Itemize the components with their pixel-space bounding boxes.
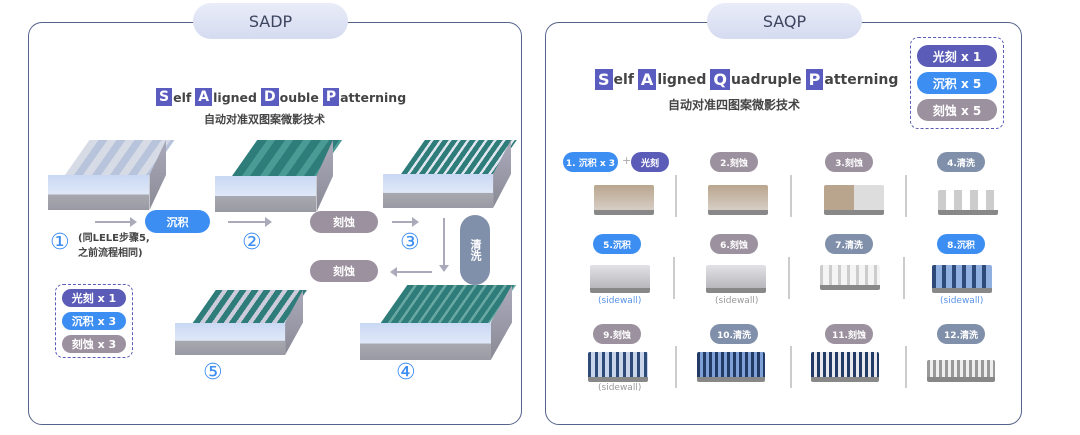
etch-pill: 刻蚀: [310, 211, 378, 233]
wafer-saqp-3: [824, 185, 884, 215]
step-12-pill: 12.清洗: [937, 324, 985, 344]
step-4-number: ④: [396, 360, 416, 385]
step-1-number: ①: [50, 230, 70, 255]
note-line: 之前流程相同): [78, 248, 143, 259]
wafer-step2: [215, 140, 342, 212]
legend-deposit: 沉积 x 3: [62, 312, 126, 330]
wafer-saqp-12: [927, 360, 995, 382]
saqp-subtitle: 自动对准四图案微影技术: [668, 98, 801, 112]
step-3-pill: 3.刻蚀: [825, 152, 873, 172]
step-6-pill: 6.刻蚀: [710, 234, 758, 254]
legend-etch: 刻蚀 x 3: [62, 335, 126, 353]
arrow: [392, 217, 419, 227]
wafer-saqp-9: [588, 352, 648, 382]
wafer-step3: [383, 140, 517, 208]
title-word: ligned: [213, 89, 257, 105]
note-line: (同LELE步骤5,: [78, 233, 150, 244]
plus-sign: +: [622, 154, 632, 167]
title-word: atterning: [824, 71, 899, 88]
wafer-saqp-8: [932, 265, 992, 293]
divider: [790, 346, 792, 388]
divider: [675, 175, 677, 217]
wafer-saqp-7: [820, 265, 880, 290]
arrow: [228, 217, 272, 227]
wafer-step4: [360, 285, 517, 360]
wafer-saqp-5: [590, 265, 650, 293]
legend-deposit: 沉积 x 5: [917, 72, 997, 94]
legend-etch: 刻蚀 x 5: [917, 99, 997, 121]
divider: [790, 175, 792, 217]
step-5-number: ⑤: [203, 360, 223, 385]
wafer-saqp-1: [594, 185, 654, 215]
wafer-saqp-2: [708, 185, 768, 215]
sadp-tab: SADP: [193, 3, 348, 39]
title-word: atterning: [340, 89, 407, 105]
title-word: ligned: [657, 71, 707, 88]
step-10-pill: 10.清洗: [710, 324, 758, 344]
legend-litho: 光刻 x 1: [917, 45, 997, 67]
sidewall-label: (sidewall): [940, 296, 984, 306]
step-5-pill: 5.沉积: [593, 234, 641, 254]
title-letter: A: [637, 69, 657, 90]
title-letter: S: [156, 88, 173, 106]
sadp-panel: [28, 22, 522, 425]
title-word: ouble: [279, 89, 319, 105]
sidewall-label: (sidewall): [598, 296, 642, 306]
title-word: elf: [173, 89, 192, 105]
step-3-number: ③: [400, 230, 420, 255]
litho-pill: 光刻: [631, 152, 669, 172]
title-letter: S: [595, 69, 613, 90]
title-letter: P: [322, 88, 340, 106]
wafer-saqp-4: [938, 190, 998, 215]
step-1-note: (同LELE步骤5, 之前流程相同): [78, 231, 150, 261]
step-4-pill: 4.清洗: [937, 152, 985, 172]
divider: [903, 257, 905, 299]
step-9-pill: 9.刻蚀: [593, 324, 641, 344]
step-8-pill: 8.沉积: [937, 234, 985, 254]
title-letter: Q: [710, 69, 731, 90]
divider: [905, 346, 907, 388]
legend-litho: 光刻 x 1: [62, 289, 126, 307]
step-2-pill: 2.刻蚀: [710, 152, 758, 172]
step-1-pill: 1. 沉积 x 3: [563, 152, 618, 172]
wafer-saqp-11: [811, 352, 879, 382]
sadp-subtitle: 自动对准双图案微影技术: [204, 113, 325, 126]
divider: [905, 175, 907, 217]
title-letter: A: [195, 88, 213, 106]
wafer-saqp-6: [706, 265, 766, 293]
arrow: [95, 217, 137, 227]
wafer-step1: [48, 140, 174, 210]
sadp-legend: 光刻 x 1 沉积 x 3 刻蚀 x 3: [55, 284, 133, 358]
title-letter: D: [260, 88, 279, 106]
saqp-tab: SAQP: [707, 3, 862, 39]
etch-pill: 刻蚀: [310, 260, 378, 282]
divider: [673, 257, 675, 299]
wafer-step5: [175, 290, 308, 355]
divider: [788, 257, 790, 299]
step-7-pill: 7.清洗: [825, 234, 873, 254]
clean-pill: 清洗: [460, 215, 490, 285]
arrow: [390, 267, 432, 277]
step-2-number: ②: [242, 230, 262, 255]
divider: [675, 346, 677, 388]
title-word: elf: [613, 71, 634, 88]
arrow: [439, 218, 449, 272]
sidewall-label: (sidewall): [598, 383, 642, 393]
saqp-legend: 光刻 x 1 沉积 x 5 刻蚀 x 5: [910, 37, 1004, 129]
step-11-pill: 11.刻蚀: [825, 324, 873, 344]
title-letter: P: [805, 69, 824, 90]
title-word: uadruple: [731, 71, 802, 88]
deposit-pill: 沉积: [145, 210, 210, 233]
wafer-saqp-10: [697, 352, 765, 382]
sidewall-label: (sidewall): [715, 296, 759, 306]
